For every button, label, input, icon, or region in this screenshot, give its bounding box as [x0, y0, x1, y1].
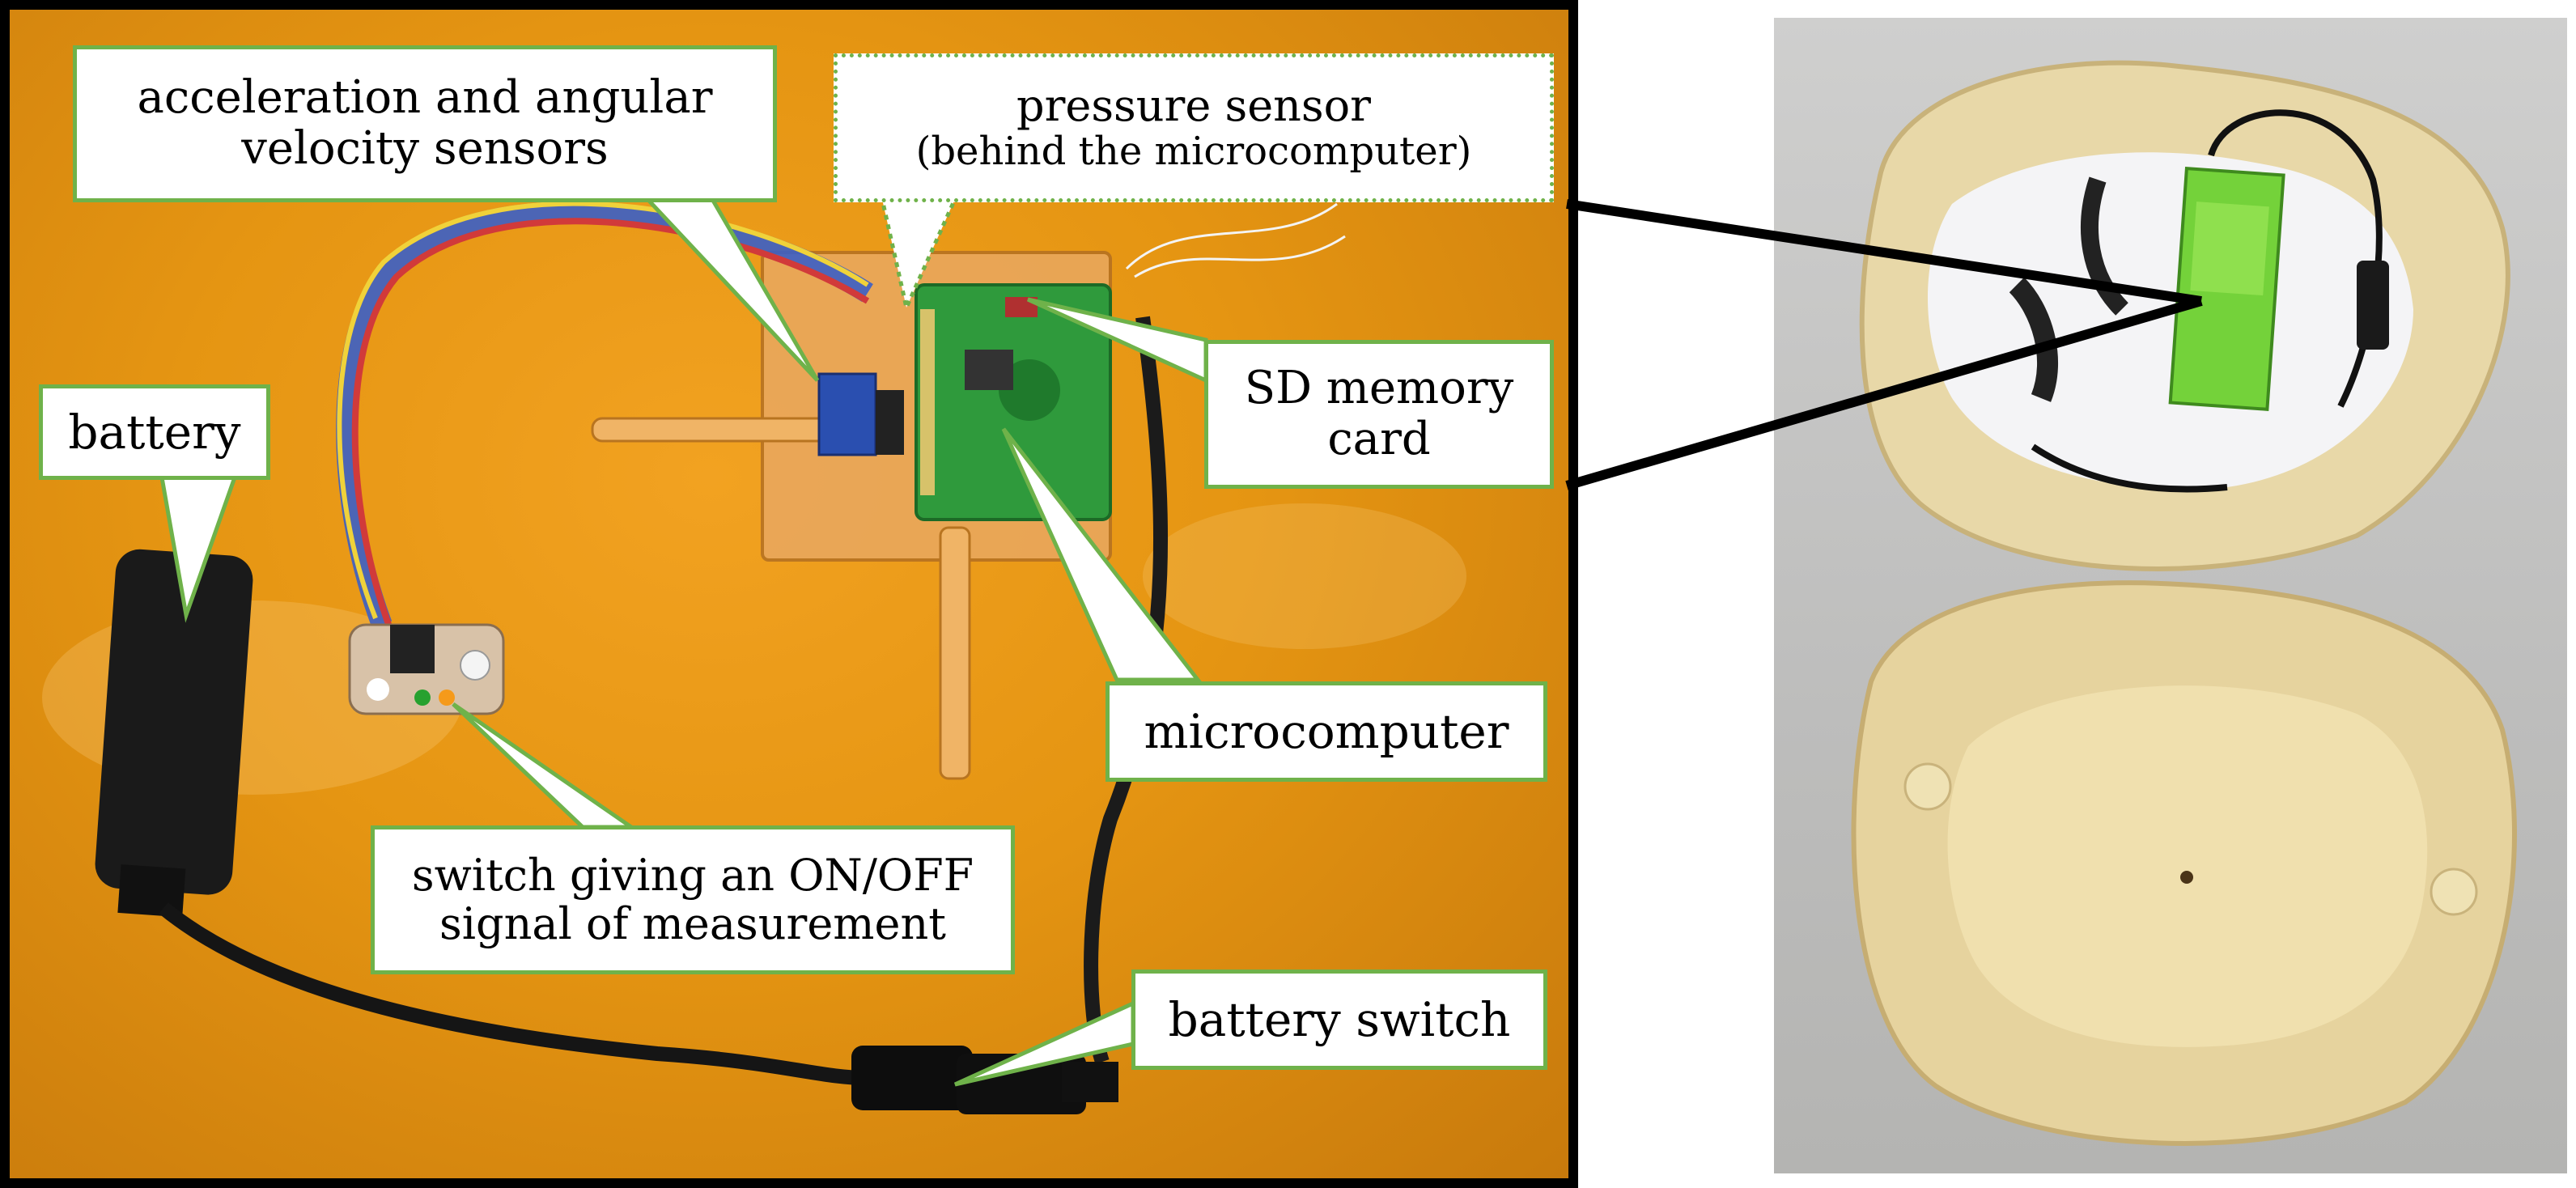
callout-switch-line1: switch giving an ON/OFF: [411, 849, 974, 901]
callout-battery-switch-text: battery switch: [1168, 991, 1511, 1047]
callout-switch-line2: signal of measurement: [439, 898, 946, 949]
mannequin-head-photo: [1774, 18, 2567, 1173]
callout-sd-memory-card: SD memory card: [1204, 340, 1554, 489]
battery-switch-connector: [851, 1046, 973, 1110]
callout-sd-line1: SD memory: [1244, 362, 1514, 415]
callout-sd-line2: card: [1327, 413, 1431, 465]
battery-cable: [159, 902, 868, 1085]
callout-acceleration-line1: acceleration and angular: [137, 71, 713, 125]
battery-body: [95, 549, 253, 895]
callout-pressure-line1: pressure sensor: [1016, 79, 1371, 131]
callout-battery-switch: battery switch: [1131, 969, 1547, 1070]
sensor-board: [817, 372, 877, 456]
callout-pressure-sensor: pressure sensor (behind the microcompute…: [834, 53, 1554, 202]
callout-microcomputer-text: microcomputer: [1144, 703, 1509, 759]
callout-acceleration-line2: velocity sensors: [241, 122, 609, 175]
callout-microcomputer: microcomputer: [1106, 681, 1547, 782]
callout-pressure-line2: (behind the microcomputer): [915, 129, 1472, 175]
callout-acceleration-sensors: acceleration and angular velocity sensor…: [73, 45, 777, 202]
callout-switch-on-off: switch giving an ON/OFF signal of measur…: [371, 825, 1015, 974]
callout-battery: battery: [39, 384, 270, 480]
device-illustration: [42, 201, 1466, 1114]
callout-battery-text: battery: [68, 404, 241, 460]
mannequin-head-illustration: [1851, 60, 2517, 1146]
acrylic-rod-bottom: [939, 526, 971, 780]
cotton: [1928, 152, 2413, 489]
